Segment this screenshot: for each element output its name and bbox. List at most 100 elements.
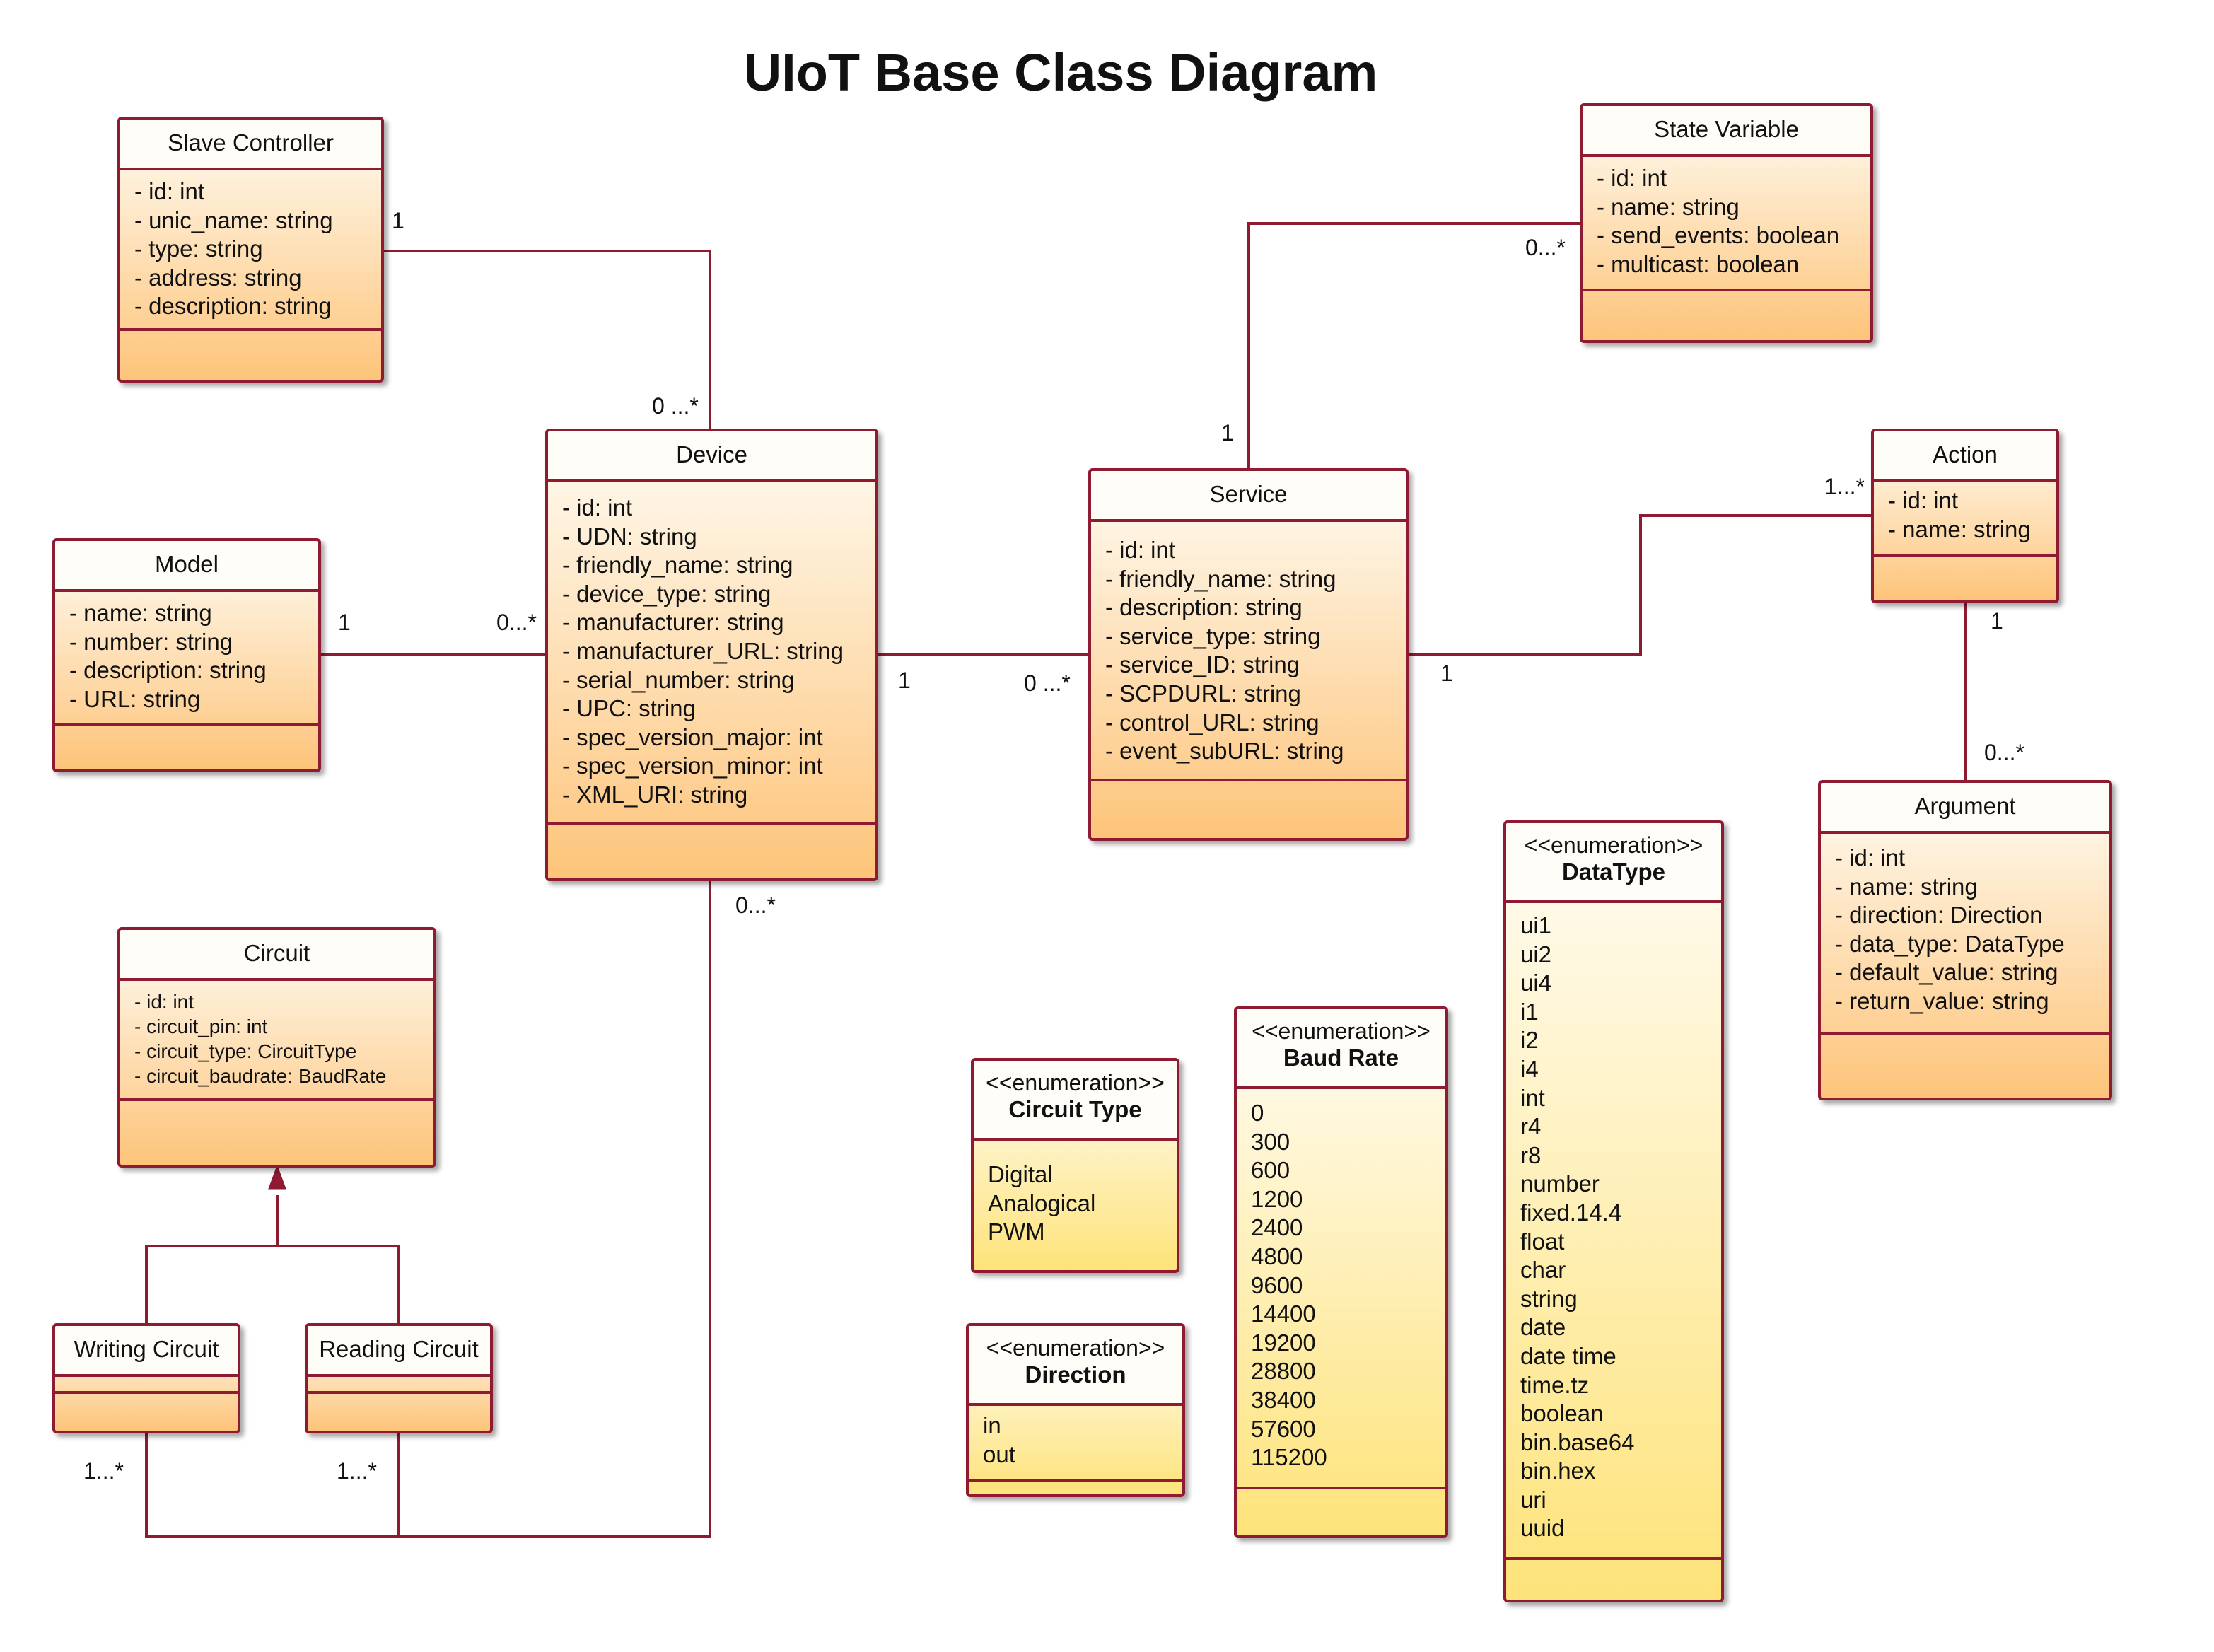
class-operations: [1821, 1035, 2109, 1098]
class-circuit[interactable]: Circuit - id: int - circuit_pin: int - c…: [117, 927, 436, 1168]
multiplicity-label: 0 ...*: [1024, 670, 1071, 696]
class-name: Argument: [1821, 783, 2109, 834]
class-writing-circuit[interactable]: Writing Circuit: [52, 1323, 240, 1433]
class-attributes: - id: int - UDN: string - friendly_name:…: [548, 482, 875, 825]
class-operations: [969, 1482, 1182, 1494]
enum-header: <<enumeration>> Direction: [969, 1326, 1182, 1406]
attribute: - XML_URI: string: [562, 781, 748, 808]
attribute: - send_events: boolean: [1597, 222, 1840, 249]
enum-value: Analogical: [988, 1189, 1096, 1216]
class-service[interactable]: Service - id: int - friendly_name: strin…: [1088, 468, 1409, 841]
enum-baud-rate[interactable]: <<enumeration>> Baud Rate 0 300 600 1200…: [1234, 1006, 1448, 1538]
attribute: - manufacturer_URL: string: [562, 637, 844, 664]
multiplicity-label: 1: [392, 208, 404, 233]
enum-value: 600: [1251, 1157, 1290, 1184]
attribute: - UDN: string: [562, 523, 697, 549]
enum-name: Circuit Type: [1008, 1096, 1142, 1122]
class-attributes: - id: int - friendly_name: string - desc…: [1091, 522, 1406, 781]
enum-name: Direction: [1025, 1361, 1126, 1388]
attribute: - id: int: [562, 494, 633, 520]
attribute: - name: string: [1597, 193, 1740, 220]
class-operations: [548, 825, 875, 878]
enum-value: ui1: [1520, 912, 1552, 938]
enum-value: ui4: [1520, 970, 1552, 996]
attribute: - type: string: [134, 235, 263, 262]
attribute: - description: string: [69, 657, 267, 684]
attribute: - URL: string: [69, 685, 201, 712]
class-reading-circuit[interactable]: Reading Circuit: [305, 1323, 493, 1433]
attribute: - number: string: [69, 628, 233, 655]
enum-value: float: [1520, 1228, 1565, 1255]
enum-header: <<enumeration>> Circuit Type: [974, 1061, 1177, 1141]
attribute: - name: string: [1835, 873, 1978, 900]
enum-value: in: [983, 1412, 1001, 1438]
attribute: - spec_version_minor: int: [562, 752, 823, 779]
attribute: - id: int: [1597, 165, 1667, 191]
attribute: - device_type: string: [562, 580, 771, 607]
enum-value: i4: [1520, 1055, 1539, 1082]
multiplicity-label: 1: [898, 668, 911, 693]
attribute: - multicast: boolean: [1597, 250, 1800, 277]
enum-value: fixed.14.4: [1520, 1199, 1622, 1226]
attribute: - spec_version_major: int: [562, 723, 823, 750]
multiplicity-label: 1...*: [1824, 474, 1865, 499]
class-model[interactable]: Model - name: string - number: string - …: [52, 538, 321, 772]
class-operations: [1506, 1560, 1721, 1600]
enum-direction[interactable]: <<enumeration>> Direction in out: [966, 1323, 1185, 1497]
attribute: - manufacturer: string: [562, 609, 784, 636]
attribute: - return_value: string: [1835, 987, 2049, 1014]
class-attributes: - id: int - unic_name: string - type: st…: [120, 170, 381, 331]
class-operations: [120, 1101, 433, 1165]
enum-value: bin.hex: [1520, 1458, 1596, 1484]
enum-data-type[interactable]: <<enumeration>> DataType ui1 ui2 ui4 i1 …: [1503, 820, 1724, 1602]
enum-value: i2: [1520, 1027, 1539, 1054]
class-attributes: [308, 1377, 490, 1394]
enum-value: 4800: [1251, 1243, 1303, 1269]
enum-value: uuid: [1520, 1515, 1565, 1542]
class-operations: [974, 1254, 1177, 1270]
enum-value: 19200: [1251, 1329, 1316, 1356]
multiplicity-label: 1...*: [83, 1458, 124, 1484]
enum-value: i1: [1520, 998, 1539, 1025]
class-argument[interactable]: Argument - id: int - name: string - dire…: [1818, 780, 2112, 1100]
multiplicity-label: 0...*: [735, 892, 776, 918]
enum-value: 115200: [1251, 1444, 1327, 1471]
class-slave-controller[interactable]: Slave Controller - id: int - unic_name: …: [117, 117, 384, 383]
attribute: - default_value: string: [1835, 959, 2058, 986]
class-name: Circuit: [120, 930, 433, 981]
enum-circuit-type[interactable]: <<enumeration>> Circuit Type Digital Ana…: [971, 1058, 1179, 1273]
class-name: Writing Circuit: [55, 1326, 238, 1377]
enum-value: out: [983, 1441, 1015, 1467]
class-name: Device: [548, 431, 875, 482]
class-action[interactable]: Action - id: int - name: string: [1871, 429, 2059, 603]
enum-value: boolean: [1520, 1400, 1604, 1427]
class-operations: [1237, 1489, 1445, 1535]
assoc-service-action: [1407, 514, 1872, 656]
attribute: - service_ID: string: [1105, 651, 1300, 678]
enum-value: ui2: [1520, 941, 1552, 967]
enum-value: string: [1520, 1285, 1578, 1312]
attribute: - circuit_pin: int: [134, 1016, 268, 1037]
class-device[interactable]: Device - id: int - UDN: string - friendl…: [545, 429, 878, 881]
class-state-variable[interactable]: State Variable - id: int - name: string …: [1580, 103, 1873, 343]
enum-values: ui1 ui2 ui4 i1 i2 i4 int r4 r8 number fi…: [1506, 903, 1721, 1561]
class-attributes: - id: int - name: string: [1874, 482, 2056, 557]
enum-value: PWM: [988, 1218, 1045, 1245]
multiplicity-label: 0...*: [1984, 740, 2024, 765]
enum-value: 38400: [1251, 1386, 1316, 1413]
enum-value: r8: [1520, 1141, 1542, 1168]
attribute: - id: int: [1888, 487, 1959, 513]
attribute: - event_subURL: string: [1105, 738, 1344, 764]
attribute: - name: string: [1888, 516, 2031, 542]
enum-value: 0: [1251, 1100, 1264, 1126]
enum-value: 1200: [1251, 1185, 1303, 1212]
assoc-device-circuits: [145, 880, 711, 1538]
class-operations: [1874, 557, 2056, 600]
attribute: - circuit_type: CircuitType: [134, 1040, 357, 1062]
enum-stereotype: <<enumeration>>: [986, 1070, 1165, 1095]
class-name: Model: [55, 541, 318, 592]
class-attributes: - id: int - circuit_pin: int - circuit_t…: [120, 981, 433, 1101]
attribute: - name: string: [69, 600, 212, 626]
enum-value: 57600: [1251, 1415, 1316, 1442]
enum-name: DataType: [1561, 859, 1666, 885]
